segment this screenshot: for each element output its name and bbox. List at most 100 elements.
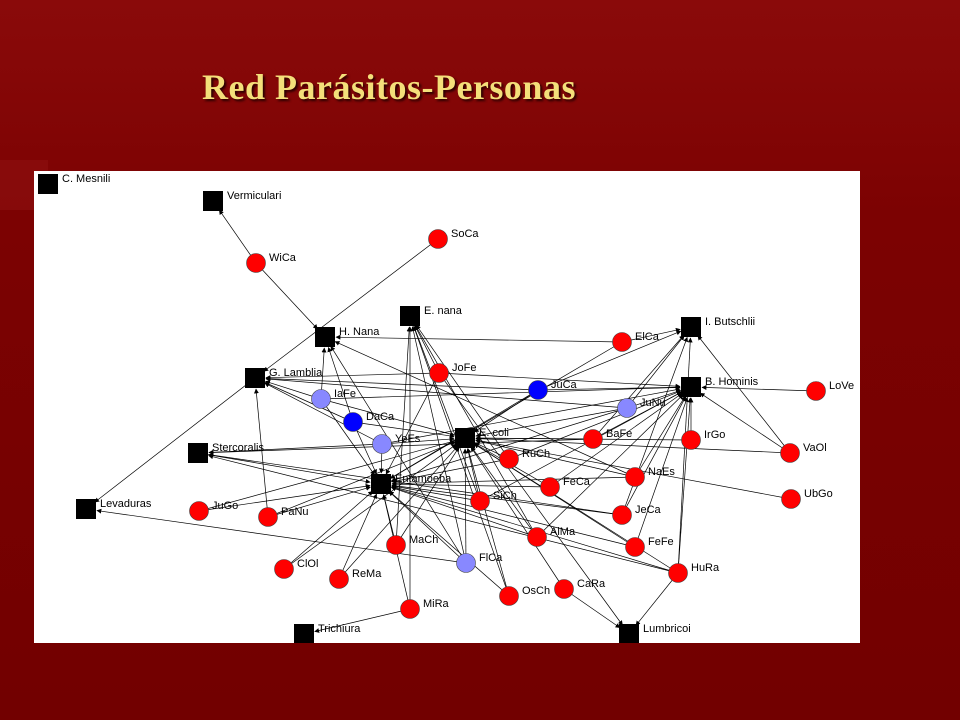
person-circle — [386, 535, 406, 555]
person-node-fefe[interactable]: FeFe — [625, 536, 674, 557]
person-node-osch[interactable]: OsCh — [499, 585, 551, 606]
edge-alma-enana — [415, 325, 538, 538]
parasite-label: E. nana — [424, 305, 463, 317]
parasite-node-enana[interactable]: E. nana — [400, 305, 463, 326]
edge-glamblia-levaduras — [94, 377, 256, 503]
edge-jeca-stercoralis — [208, 452, 623, 516]
edge-junu-ibutschlii — [626, 335, 685, 409]
person-circle — [625, 467, 645, 487]
edge-rema-ehistolytica — [338, 493, 378, 580]
edge-junu-ecoli — [475, 407, 628, 438]
parasite-node-glamblia[interactable]: G. Lamblia — [245, 367, 323, 388]
edge-naes-bhominis — [634, 395, 686, 478]
edge-naes-hnana — [334, 341, 636, 478]
person-node-sich[interactable]: SiCh — [470, 490, 517, 511]
person-circle — [625, 537, 645, 557]
person-node-rema[interactable]: ReMa — [329, 568, 383, 589]
person-node-soca[interactable]: SoCa — [428, 228, 480, 249]
parasite-label: Stercoralis — [212, 442, 264, 454]
person-circle — [527, 527, 547, 547]
edge-jeca-ehistolytica — [391, 483, 623, 516]
person-node-alma[interactable]: AlMa — [527, 526, 576, 547]
person-node-feca[interactable]: FeCa — [540, 476, 591, 497]
edge-flca-enana — [411, 326, 467, 564]
parasite-node-cmesnili[interactable]: C. Mesnili — [38, 173, 110, 194]
edge-osch-ehistolytica — [388, 490, 510, 597]
person-node-hura[interactable]: HuRa — [668, 562, 721, 583]
person-node-junu[interactable]: JuNu — [617, 397, 666, 418]
edge-hura-ibutschlii — [677, 337, 693, 574]
person-node-yees[interactable]: YeEs — [372, 433, 421, 454]
person-circle — [540, 477, 560, 497]
person-circle — [554, 579, 574, 599]
person-node-mira[interactable]: MiRa — [400, 598, 450, 619]
parasite-node-trichiura[interactable]: Trichiura — [294, 623, 361, 643]
person-node-jofe[interactable]: JoFe — [429, 362, 477, 383]
person-node-panu[interactable]: PaNu — [258, 506, 309, 527]
person-node-bafe[interactable]: BaFe — [583, 428, 633, 449]
parasite-node-ecoli[interactable]: E. coli — [455, 427, 509, 448]
parasite-node-lumbricoides[interactable]: Lumbricoi — [619, 623, 691, 643]
person-label: FlCa — [479, 552, 503, 564]
edge-jugo-ehistolytica — [198, 483, 371, 512]
parasite-node-bhominis[interactable]: B. Hominis — [681, 376, 759, 397]
person-circle — [499, 586, 519, 606]
person-node-flca[interactable]: FlCa — [456, 552, 504, 573]
person-node-jeca[interactable]: JeCa — [612, 504, 662, 525]
edge-sich-enana — [413, 325, 481, 502]
person-label: JuNu — [640, 397, 666, 409]
parasite-node-hnana[interactable]: H. Nana — [315, 326, 380, 347]
person-node-elca[interactable]: ElCa — [612, 331, 660, 352]
person-node-clol[interactable]: ClOl — [274, 558, 319, 579]
person-label: HuRa — [691, 562, 720, 574]
person-circle — [400, 599, 420, 619]
person-label: BaFe — [606, 428, 632, 440]
edge-vaol-ibutschlii — [697, 335, 791, 454]
edge-jofe-lumbricoides — [438, 372, 623, 626]
person-circle — [311, 389, 331, 409]
person-node-mach[interactable]: MaCh — [386, 534, 439, 555]
person-circle — [429, 363, 449, 383]
parasite-label: E. coli — [479, 427, 509, 439]
edge-elca-ehistolytica — [390, 341, 623, 479]
edge-junu-ehistolytica — [391, 407, 628, 482]
person-label: MiRa — [423, 598, 450, 610]
person-node-juca[interactable]: JuCa — [528, 379, 578, 400]
person-node-ubgo[interactable]: UbGo — [781, 488, 833, 509]
person-circle — [329, 569, 349, 589]
person-label: YeEs — [395, 433, 421, 445]
edge-bafe-ibutschlii — [592, 334, 685, 440]
parasite-node-stercoralis[interactable]: Stercoralis — [188, 442, 264, 463]
person-node-ruch[interactable]: RuCh — [499, 448, 551, 469]
person-node-lovel[interactable]: LoVe — [806, 380, 855, 401]
edge-daca-glamblia — [264, 382, 354, 423]
edge-soca-glamblia — [263, 238, 439, 372]
person-node-iafe[interactable]: IaFe — [311, 388, 357, 409]
parasite-node-vermicularis[interactable]: Vermiculari — [203, 190, 281, 211]
parasite-node-levaduras[interactable]: Levaduras — [76, 498, 152, 519]
person-circle — [583, 429, 603, 449]
edge-iafe-bhominis — [320, 385, 681, 400]
person-node-daca[interactable]: DaCa — [343, 411, 396, 432]
parasite-square — [38, 174, 58, 194]
edge-fefe-bhominis — [634, 396, 689, 548]
person-node-jugo[interactable]: JuGo — [189, 500, 239, 521]
person-node-cara[interactable]: CaRa — [554, 578, 607, 599]
edge-hura-bhominis — [677, 397, 693, 574]
parasite-node-ibutschlii[interactable]: I. Butschlii — [681, 316, 755, 337]
person-circle — [428, 229, 448, 249]
person-node-vaol[interactable]: VaOl — [780, 442, 827, 463]
parasite-label: Trichiura — [318, 623, 361, 635]
person-node-wica[interactable]: WiCa — [246, 252, 297, 273]
person-label: WiCa — [269, 252, 297, 264]
person-node-naes[interactable]: NaEs — [625, 466, 676, 487]
person-circle — [456, 553, 476, 573]
parasite-node-ehistolytica[interactable]: Entamoeba — [371, 473, 452, 494]
edge-juca-ibutschlii — [537, 330, 682, 391]
edge-stercoralis-ehistolytica — [197, 452, 371, 484]
edge-junu-glamblia — [265, 376, 628, 409]
person-circle — [246, 253, 266, 273]
person-node-irgo[interactable]: IrGo — [681, 429, 726, 450]
person-label: AlMa — [550, 526, 576, 538]
